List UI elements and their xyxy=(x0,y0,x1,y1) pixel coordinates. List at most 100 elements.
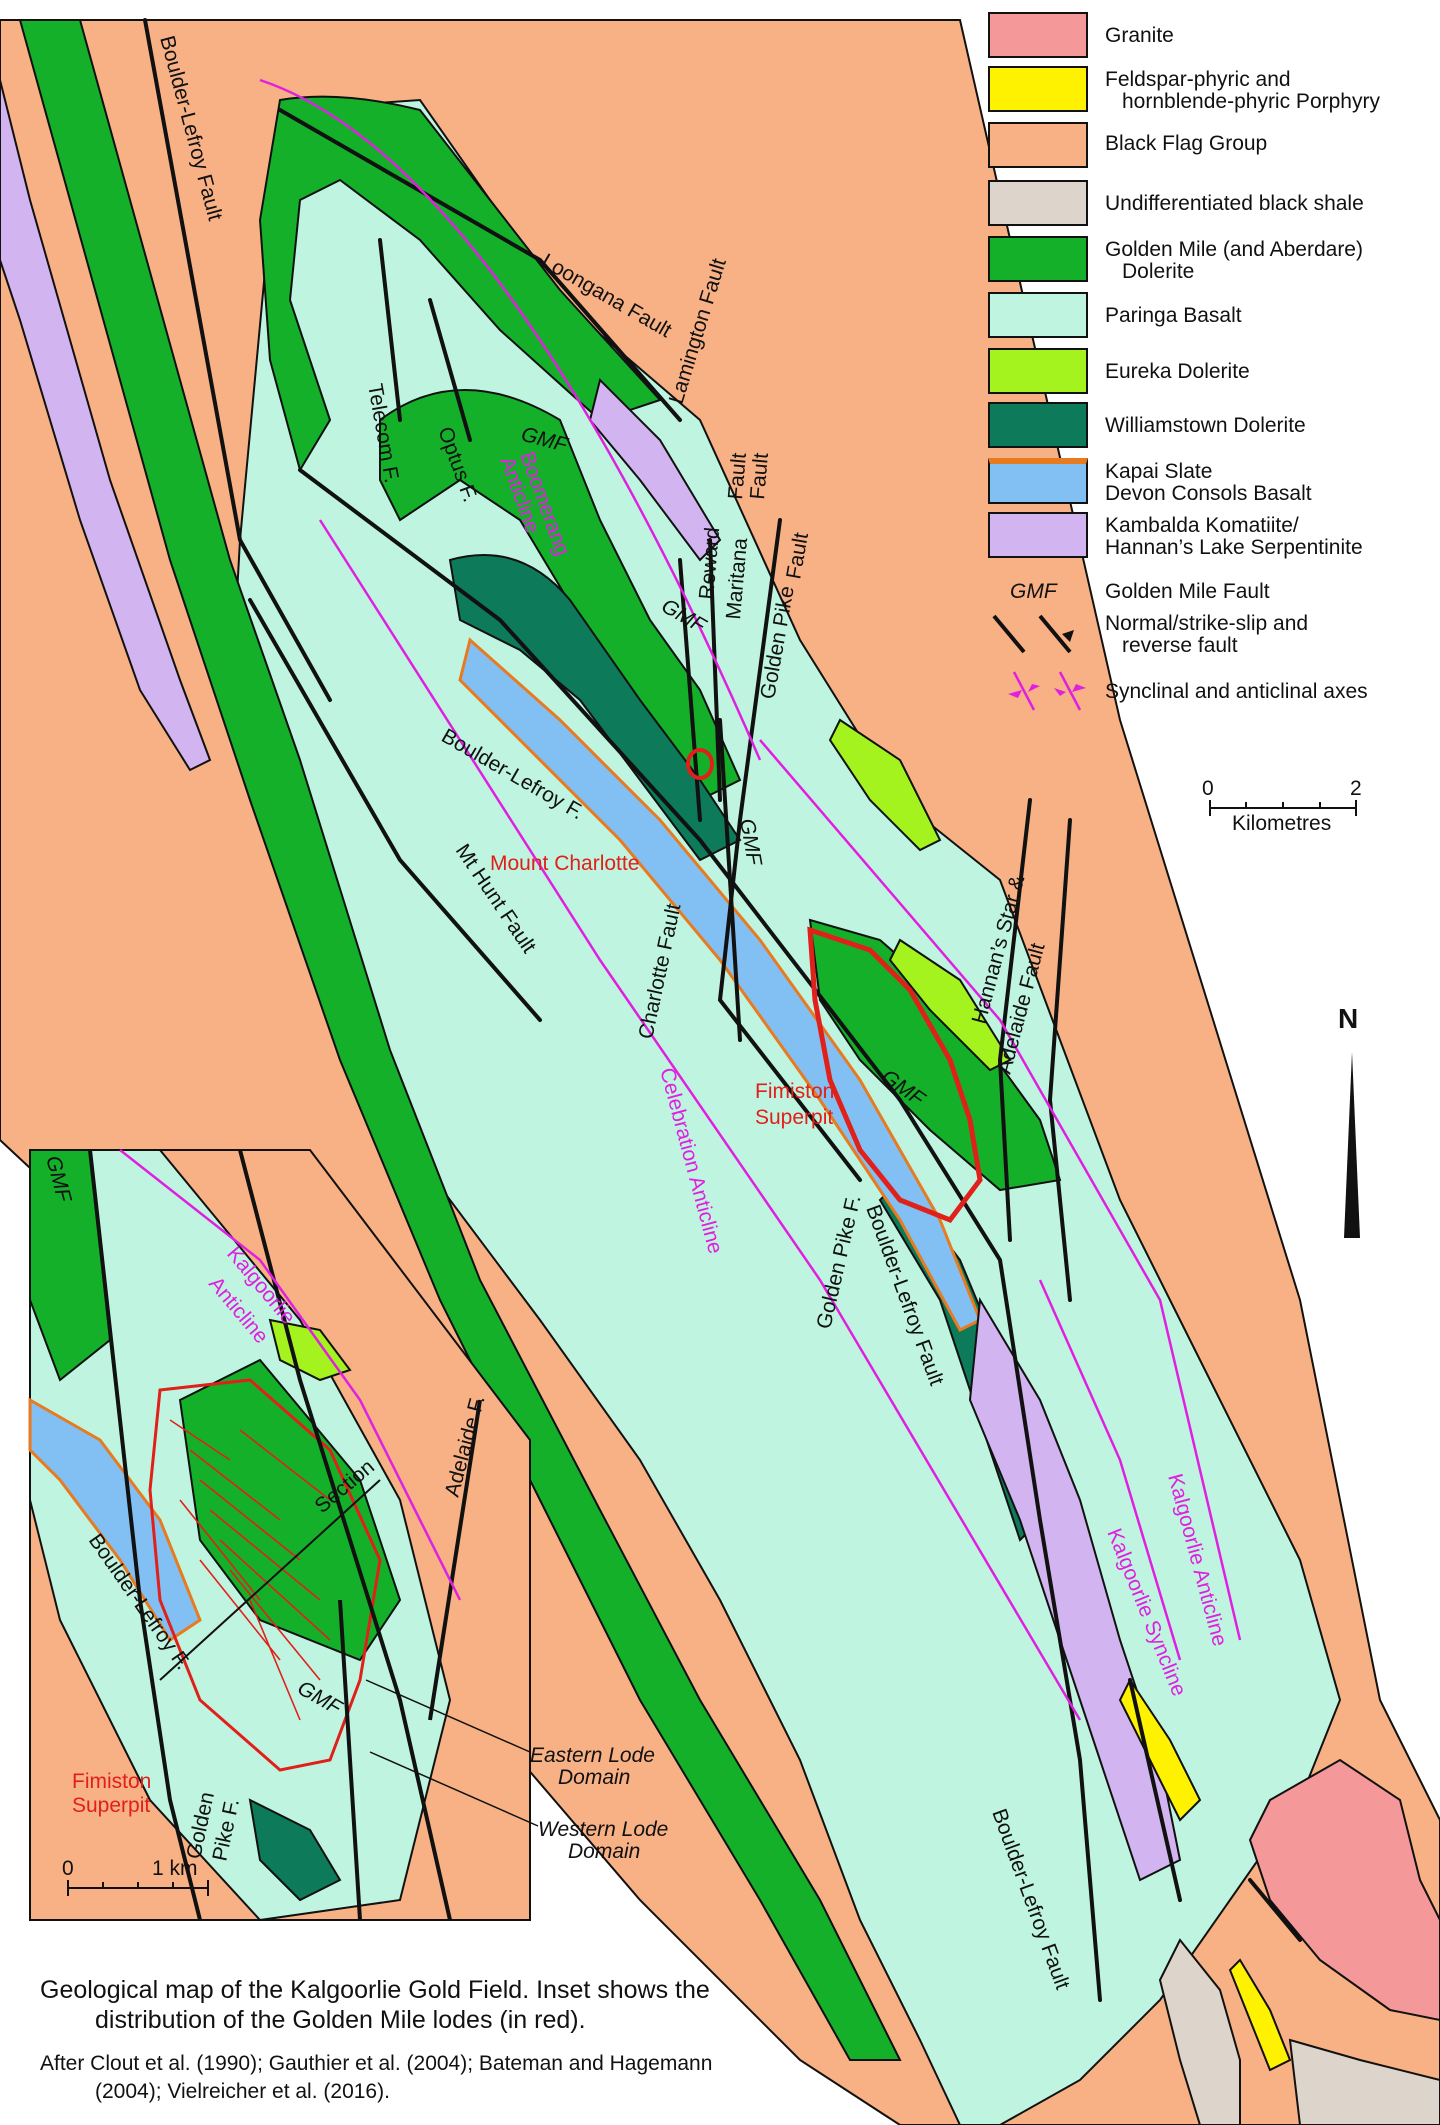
legend-item-komatiite: Kambalda Komatiite/ Hannan’s Lake Serpen… xyxy=(980,512,1440,559)
inset-label-eastern-domain: Domain xyxy=(558,1766,630,1789)
legend-label: Kambalda Komatiite/ xyxy=(1105,514,1299,537)
telecom-fault xyxy=(378,238,402,422)
mt-hunt-fault xyxy=(248,598,542,1022)
hannans-star-fault xyxy=(997,798,1032,1242)
label-mount-charlotte: Mount Charlotte xyxy=(490,852,639,875)
figure-caption: Geological map of the Kalgoorlie Gold Fi… xyxy=(40,1975,940,2035)
komatiite-strip-south xyxy=(968,1296,1182,1882)
legend-swatch xyxy=(988,236,1088,282)
legend-fault-label: Normal/strike-slip and xyxy=(1105,612,1309,635)
southern-fault-1 xyxy=(1128,1678,1182,1902)
southern-fault-2 xyxy=(1248,1878,1302,1942)
scale-two: 2 xyxy=(1350,777,1362,800)
inset-scale-bar: 0 1 km xyxy=(62,1857,209,1896)
legend-item-black-shale: Undifferentiated black shale xyxy=(980,180,1440,226)
inset-williamstown xyxy=(248,1798,342,1902)
north-arrow: N xyxy=(1338,1003,1360,1238)
black-shale-patch xyxy=(1158,1938,1241,2125)
legend-item-fault: Normal/strike-slip and reverse fault xyxy=(980,608,1440,657)
maritana-fault xyxy=(708,538,722,802)
inset-label-superpit: Superpit xyxy=(72,1794,150,1817)
optus-fault xyxy=(428,298,472,442)
porphyry-dyke-2 xyxy=(1228,1958,1292,2072)
legend-label-2: hornblende-phyric Porphyry xyxy=(1122,90,1380,113)
label-fimiston-superpit-2: Superpit xyxy=(755,1106,833,1129)
inset-label-fimiston: Fimiston xyxy=(72,1770,151,1793)
source-line-1: After Clout et al. (1990); Gauthier et a… xyxy=(40,2052,713,2075)
boulder-lefroy-fault-central xyxy=(298,468,1102,2002)
boulder-lefroy-fault-nw xyxy=(143,18,332,702)
label-reward-fault-word: Fault xyxy=(724,452,751,501)
kalgoorlie-anticline-axis xyxy=(759,739,1242,1641)
fault-symbol-icon xyxy=(992,614,1074,654)
legend-item-golden-mile-dolerite: Golden Mile (and Aberdare) Dolerite xyxy=(980,236,1440,283)
legend-swatch xyxy=(988,512,1088,558)
eureka-dolerite-patch-2 xyxy=(888,938,1012,1072)
legend-swatch xyxy=(988,292,1088,338)
legend-item-kapai-devon: Kapai Slate Devon Consols Basalt xyxy=(980,458,1440,505)
legend-swatch xyxy=(988,12,1088,58)
boomerang-anticline-axis xyxy=(259,78,762,761)
inset-dolerite-west xyxy=(29,1149,112,1382)
caption-line-2: distribution of the Golden Mile lodes (i… xyxy=(95,2006,586,2034)
inset-faults xyxy=(88,1149,482,1921)
legend-label: Kapai Slate xyxy=(1105,460,1213,483)
legend-item-fold-axes: Synclinal and anticlinal axes xyxy=(980,668,1440,714)
legend-axes-label: Synclinal and anticlinal axes xyxy=(1105,680,1368,703)
scale-unit: Kilometres xyxy=(1232,812,1331,835)
scale-zero: 0 xyxy=(1202,777,1214,800)
inset-section-line xyxy=(159,1479,381,1681)
legend-label: Williamstown Dolerite xyxy=(1105,414,1306,437)
fimiston-superpit-outline xyxy=(807,926,983,1224)
legend-label: Paringa Basalt xyxy=(1105,304,1242,327)
legend-item-porphyry: Feldspar-phyric and hornblende-phyric Po… xyxy=(980,66,1440,113)
legend-item-granite: Granite xyxy=(980,12,1440,58)
legend-label-2: Devon Consols Basalt xyxy=(1105,482,1312,505)
legend-swatch xyxy=(988,348,1088,394)
north-arrow-shape xyxy=(1344,1052,1360,1238)
legend-label: Golden Mile (and Aberdare) xyxy=(1105,238,1363,261)
label-fimiston-superpit: Fimiston xyxy=(755,1080,834,1103)
golden-mile-dolerite-west-band xyxy=(18,19,902,2061)
legend-label: Eureka Dolerite xyxy=(1105,360,1250,383)
source-line-2: (2004); Vielreicher et al. (2016). xyxy=(95,2080,390,2103)
legend-swatch xyxy=(988,122,1088,168)
inset-label-western-domain: Domain xyxy=(568,1840,640,1863)
kalgoorlie-syncline-axis xyxy=(1038,1279,1182,1661)
legend-label: Granite xyxy=(1105,24,1174,47)
legend-item-gmf: GMF Golden Mile Fault xyxy=(980,570,1440,616)
scale-bar: 0 2 Kilometres xyxy=(1202,777,1362,835)
devon-consols-basalt-band xyxy=(458,637,982,1332)
inset-map: GMF Kalgoorlie Anticline Section Adelaid… xyxy=(28,1149,668,1922)
komatiite-strip-west xyxy=(0,79,212,772)
legend-label: Undifferentiated black shale xyxy=(1105,192,1364,215)
loongana-lamington-fault xyxy=(278,108,682,422)
golden-mile-dolerite-north-lobe xyxy=(258,95,662,473)
legend-item-williamstown-dolerite: Williamstown Dolerite xyxy=(980,402,1440,448)
williamstown-dolerite-band xyxy=(448,554,742,862)
inset-scale-unit: 1 km xyxy=(152,1857,198,1880)
celebration-anticline-axis xyxy=(318,519,1082,1721)
legend-swatch xyxy=(988,458,1088,504)
inset-kalgoorlie-anticline-axis xyxy=(119,1149,462,1601)
inset-lodes xyxy=(169,1419,331,1721)
mount-charlotte-outline xyxy=(686,748,714,780)
fold-axes xyxy=(259,78,1242,1721)
legend-label: Feldspar-phyric and xyxy=(1105,68,1291,91)
charlotte-fault xyxy=(718,718,742,1042)
north-letter: N xyxy=(1338,1003,1358,1034)
legend-item-black-flag: Black Flag Group xyxy=(980,122,1440,168)
inset-label-eastern-lode: Eastern Lode xyxy=(530,1744,655,1767)
legend-gmf-abbrev: GMF xyxy=(1010,580,1057,603)
inset-superpit-outline xyxy=(148,1378,382,1772)
black-shale-patch-2 xyxy=(1288,2038,1440,2125)
legend-label-2: Hannan’s Lake Serpentinite xyxy=(1105,536,1363,559)
legend-item-paringa-basalt: Paringa Basalt xyxy=(980,292,1440,338)
inset-label-western-lode: Western Lode xyxy=(538,1818,668,1841)
legend-fault-label-2: reverse fault xyxy=(1122,634,1238,657)
legend-item-eureka-dolerite: Eureka Dolerite xyxy=(980,348,1440,394)
label-maritana-fault-word: Fault xyxy=(746,452,773,501)
caption-line-1: Geological map of the Kalgoorlie Gold Fi… xyxy=(40,1976,710,2004)
legend-swatch xyxy=(988,180,1088,226)
granite-body xyxy=(1248,1758,1440,2022)
